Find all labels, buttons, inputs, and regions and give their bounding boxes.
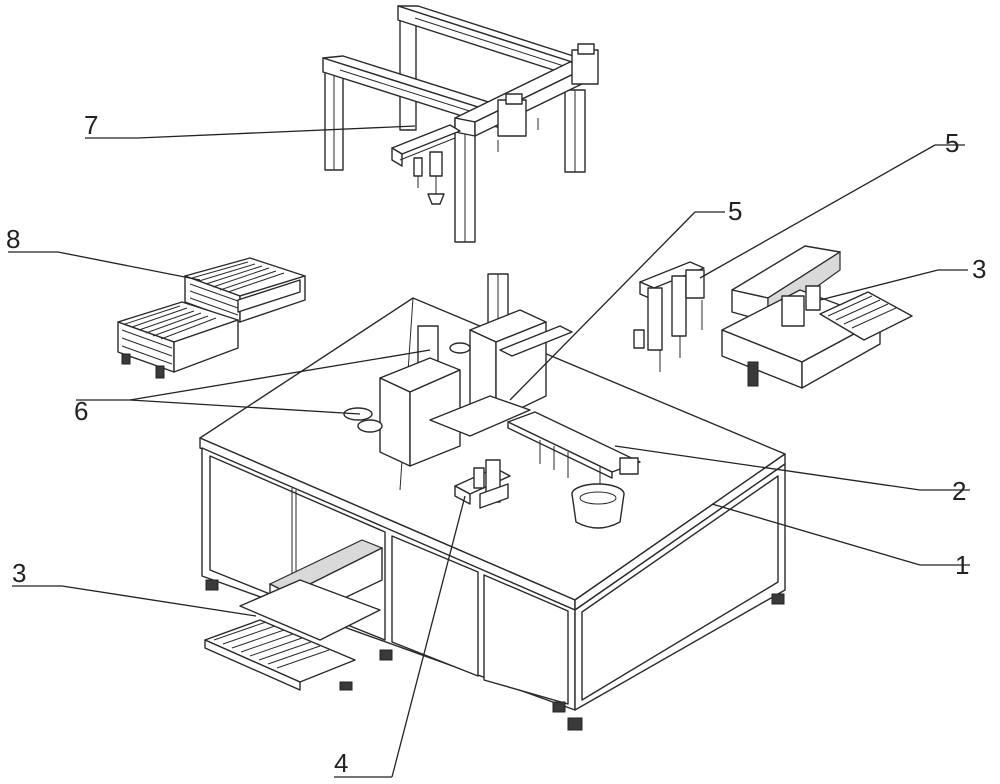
fixture-station [454, 459, 511, 509]
callout-1: 1 [955, 550, 969, 580]
callout-8: 7 [84, 110, 98, 140]
leader-lines [8, 125, 970, 778]
assembly-station [343, 273, 573, 467]
callout-9: 8 [6, 224, 20, 254]
callout-3-right: 3 [972, 254, 986, 284]
gantry-frame [322, 5, 599, 243]
tray-loading-module-right [721, 245, 913, 389]
tray-stack [117, 257, 306, 379]
callout-labels: 7 8 6 5 5 3 2 1 3 4 [6, 110, 986, 778]
callout-4: 4 [334, 748, 348, 778]
callout-2: 2 [952, 476, 966, 506]
transfer-module [633, 261, 705, 372]
callout-5: 5 [945, 128, 959, 158]
tray-loading-module-left [204, 539, 384, 691]
vibratory-feeder [507, 411, 641, 529]
main-worktable [199, 297, 786, 731]
callout-7: 6 [74, 396, 88, 426]
callout-3-left: 3 [12, 558, 26, 588]
callout-6: 5 [728, 196, 742, 226]
